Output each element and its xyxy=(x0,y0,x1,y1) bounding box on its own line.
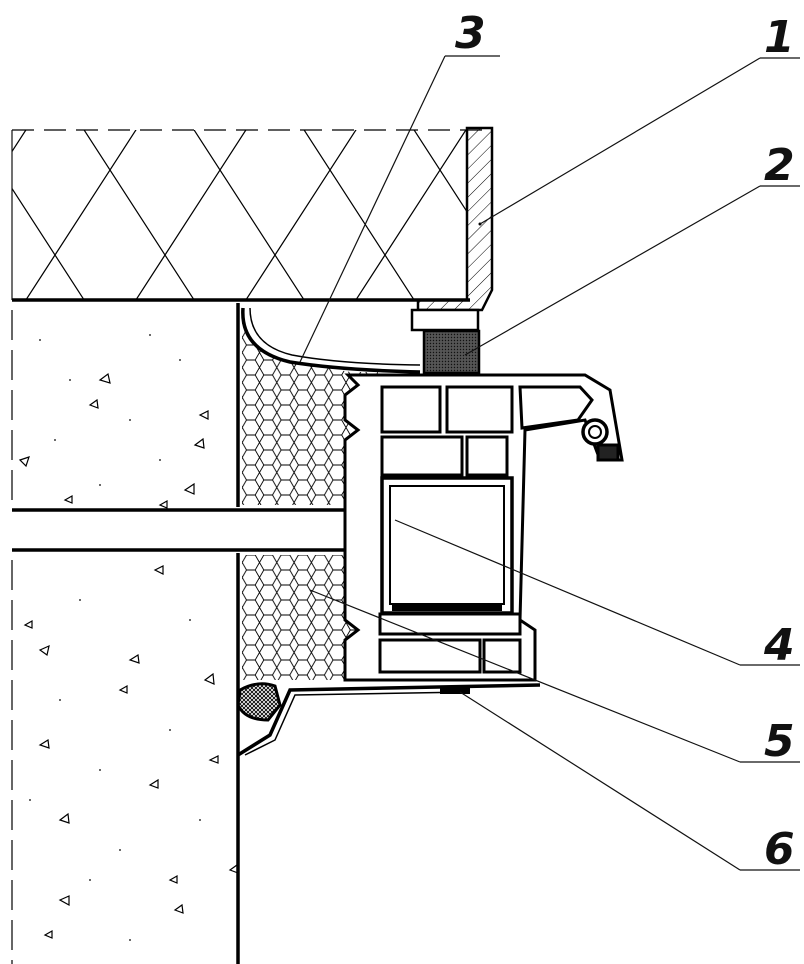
flashing-strip xyxy=(241,307,421,374)
callout-3: 3 xyxy=(455,8,486,59)
cover-sheet xyxy=(410,126,494,332)
callout-labels: 1 2 3 4 5 6 xyxy=(455,8,795,875)
concrete-wall xyxy=(11,303,240,964)
callout-4: 4 xyxy=(763,620,795,671)
aggregate-marks xyxy=(18,372,239,939)
callout-1: 1 xyxy=(764,12,795,63)
insulation-block xyxy=(11,129,490,302)
steel-reinforcement xyxy=(380,476,514,615)
callout-5: 5 xyxy=(764,716,795,767)
callout-6: 6 xyxy=(764,824,795,875)
wall-anchor xyxy=(12,499,401,559)
leader-lines xyxy=(299,55,800,871)
concrete-dots xyxy=(29,334,201,941)
callout-2: 2 xyxy=(764,140,795,191)
bottom-seal xyxy=(236,682,541,757)
